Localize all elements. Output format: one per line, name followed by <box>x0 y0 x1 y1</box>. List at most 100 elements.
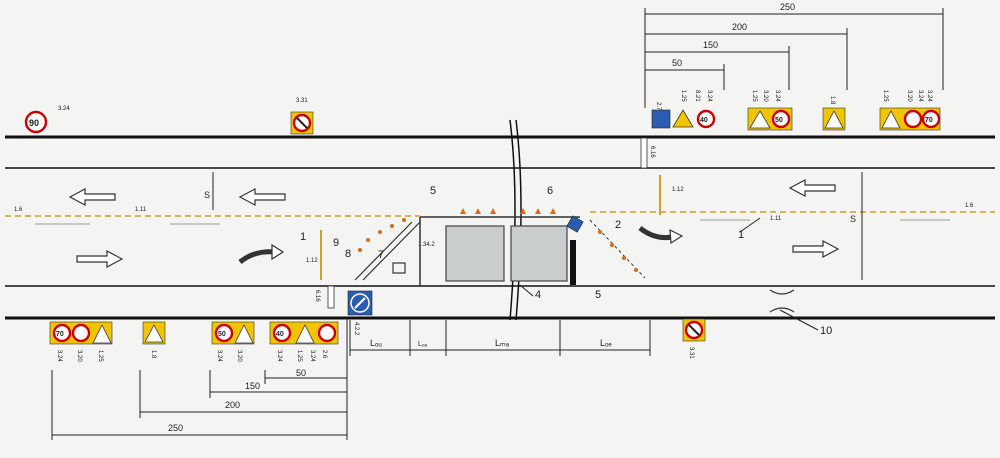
arrow-left-3 <box>788 179 836 197</box>
svg-text:2.7: 2.7 <box>655 102 661 111</box>
svg-text:3.20: 3.20 <box>76 350 82 362</box>
warn-sign-1-25-a <box>672 109 694 128</box>
callout-1-left: 1 <box>300 231 306 243</box>
svg-text:200: 200 <box>225 400 240 410</box>
mark-1-11-right: 1.11 <box>770 216 782 222</box>
sign-3-24-topleft: 3.24 <box>58 106 70 112</box>
leader-1-right <box>739 217 761 233</box>
speed-sign-bottom-a <box>52 323 72 343</box>
svg-text:150: 150 <box>703 40 718 50</box>
warn-sign-1-25-bottom-c <box>295 324 315 344</box>
sign-6-16-top: 6.16 <box>649 146 655 158</box>
speed-sign-top-a-value: 40 <box>700 117 708 124</box>
svg-text:3.24: 3.24 <box>309 350 315 362</box>
svg-text:50: 50 <box>296 368 306 378</box>
speed-sign-bottom-b-value: 50 <box>218 331 226 338</box>
warn-sign-1-25-bottom <box>92 324 112 344</box>
leader-10 <box>779 309 819 331</box>
warn-sign-1-8-bottom <box>144 324 164 343</box>
speed-sign-top-b-value: 50 <box>775 117 783 124</box>
callout-4: 4 <box>535 289 541 301</box>
speed-sign-bottom-a-value: 70 <box>56 331 64 338</box>
blue-sign-4-2-2-arrow <box>354 297 366 309</box>
post-6-16-top <box>640 137 648 169</box>
speed-sign-top-c <box>921 109 941 129</box>
svg-text:1.8: 1.8 <box>829 96 835 105</box>
callout-6: 6 <box>547 185 553 197</box>
callout-9: 9 <box>333 237 339 249</box>
svg-text:3.20: 3.20 <box>906 90 912 102</box>
svg-text:Lₘₐ: Lₘₐ <box>495 338 510 348</box>
callout-1-right: 1 <box>738 229 744 241</box>
sign-3-20-bottom <box>71 323 91 343</box>
dimensions-top: 250 200 150 50 <box>644 2 944 108</box>
no-overtaking-sign-top-slash <box>296 117 308 129</box>
arrow-curve-right <box>638 226 673 241</box>
equipment-box <box>392 262 406 274</box>
warn-sign-1-25-b <box>749 110 771 129</box>
svg-text:3.24: 3.24 <box>216 350 222 362</box>
post-6-16-bottom <box>327 285 335 309</box>
no-overtaking-sign-bottom-slash <box>688 324 700 336</box>
sign-codes-bottom: 3.24 3.20 1.25 1.8 3.24 3.20 3.24 1.25 2… <box>56 350 327 362</box>
mark-1-34-2: 1.34.2 <box>418 242 435 248</box>
svg-text:8.21: 8.21 <box>694 90 700 102</box>
mark-1-6-left: 1.6 <box>14 207 23 213</box>
speed-sign-top-left-value: 90 <box>29 118 39 128</box>
arrow-curve-left-head <box>271 243 285 261</box>
arrow-curve-left <box>238 249 276 264</box>
taper-right <box>589 219 646 279</box>
length-dimensions: Lₒᵤ Lₒₐ Lₘₐ Lₒₑ <box>349 320 651 356</box>
svg-text:1.25: 1.25 <box>97 350 103 362</box>
sign-4-2-2: 4.2.2 <box>353 322 359 336</box>
road-break-mark <box>509 119 516 321</box>
arrow-right-1 <box>76 250 124 268</box>
work-zone-right <box>510 225 568 282</box>
blue-sign-2-7 <box>651 109 671 129</box>
svg-text:3.24: 3.24 <box>917 90 923 102</box>
warning-sign-6 <box>566 215 584 233</box>
sign-codes-top: 2.7 1.25 8.21 3.24 3.24 1.25 3.20 3.24 1… <box>655 90 932 111</box>
callout-2: 2 <box>615 219 621 231</box>
dim-S-right: S <box>850 214 856 224</box>
callout-5-top: 5 <box>430 185 436 197</box>
speed-sign-bottom-b <box>214 323 234 343</box>
svg-text:1.25: 1.25 <box>680 90 686 102</box>
svg-text:3.24: 3.24 <box>56 350 62 362</box>
svg-text:200: 200 <box>732 22 747 32</box>
callout-8: 8 <box>345 248 351 260</box>
warn-sign-1-25-c <box>881 110 901 129</box>
sign-2-6-bottom <box>317 323 337 343</box>
svg-text:Lₒₑ: Lₒₑ <box>600 338 612 348</box>
svg-text:1.8: 1.8 <box>150 350 156 359</box>
arrow-right-2 <box>792 240 840 258</box>
arrow-left-1 <box>68 188 116 206</box>
svg-text:3.24: 3.24 <box>926 90 932 102</box>
mark-1-12-right: 1.12 <box>672 187 684 193</box>
cones-top <box>460 208 556 214</box>
sign-6-16-bottom: 6.16 <box>314 290 320 302</box>
leader-4 <box>519 284 534 297</box>
svg-text:1.25: 1.25 <box>882 90 888 102</box>
callout-7: 7 <box>378 249 384 261</box>
callout-5-bottom: 5 <box>595 289 601 301</box>
arrow-curve-right-head <box>669 228 684 245</box>
svg-text:50: 50 <box>672 58 682 68</box>
speed-sign-bottom-c-value: 40 <box>276 331 284 338</box>
svg-text:1.25: 1.25 <box>751 90 757 102</box>
speed-sign-top-b <box>771 109 791 129</box>
speed-sign-bottom-c <box>272 323 292 343</box>
arrow-left-2 <box>238 188 286 206</box>
dimensions-bottom: 250 200 150 50 <box>51 318 348 440</box>
svg-text:3.24: 3.24 <box>276 350 282 362</box>
mark-1-12-left: 1.12 <box>306 258 318 264</box>
svg-text:3.24: 3.24 <box>774 90 780 102</box>
barrier-right-bar <box>570 240 576 285</box>
mark-1-6-right: 1.6 <box>965 203 974 209</box>
svg-text:2.6: 2.6 <box>321 350 327 359</box>
callout-10: 10 <box>820 325 832 337</box>
svg-text:3.20: 3.20 <box>236 350 242 362</box>
road-break-mark-2 <box>515 119 522 321</box>
mark-1-11-left: 1.11 <box>135 207 147 213</box>
